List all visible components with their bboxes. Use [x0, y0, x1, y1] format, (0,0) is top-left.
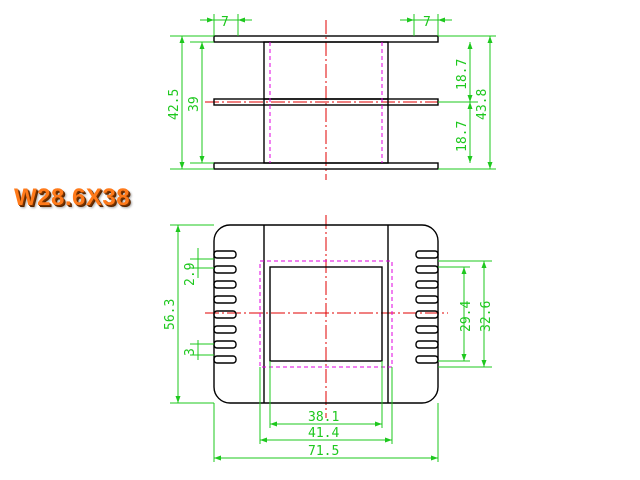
slot-left-8: [213, 355, 237, 364]
front-view: 56.3 2.9 3 29.4 32.6 38.1 41.4 71.5: [163, 215, 494, 462]
slot-right-7: [415, 340, 439, 349]
dimension-arrowhead-5: [179, 36, 185, 43]
dimension-arrowhead-14: [487, 162, 493, 169]
dim-label-body-width: 41.4: [308, 426, 339, 441]
core-body: [263, 41, 389, 164]
dimension-arrowhead-8: [199, 156, 205, 163]
dimension-arrowhead-11: [467, 102, 473, 109]
dim-label-total-width: 71.5: [308, 444, 339, 459]
slot-right-1: [415, 250, 439, 259]
slot-right-6: [415, 325, 439, 334]
dimension-arrows: [175, 17, 493, 461]
slot-left-7: [213, 340, 237, 349]
top-view: 7 7 42.5 39 18.7 18.7 43.8: [167, 14, 496, 180]
dimension-arrowhead-3: [407, 17, 414, 23]
dim-label-height-inner: 39: [187, 96, 202, 112]
dimension-arrowhead-26: [431, 455, 438, 461]
dim-label-front-height: 56.3: [163, 299, 178, 330]
slot-left-4: [213, 295, 237, 304]
slot-left-6: [213, 325, 237, 334]
dim-label-height-outer: 42.5: [167, 89, 182, 120]
dim-label-window-width: 38.1: [308, 410, 339, 425]
dimension-arrowhead-25: [214, 455, 221, 461]
dimension-arrowhead-16: [175, 396, 181, 403]
dimension-arrowhead-19: [481, 261, 487, 268]
dimension-arrowhead-9: [467, 42, 473, 49]
slots-left: [213, 250, 237, 364]
dimension-arrowhead-2: [238, 17, 245, 23]
front-hidden-outline: [259, 260, 393, 368]
slot-right-5: [415, 310, 439, 319]
dim-label-slot-width: 3: [183, 348, 198, 356]
front-window: [269, 266, 383, 362]
dimension-arrowhead-7: [199, 42, 205, 49]
dim-label-flange-right: 7: [423, 15, 431, 30]
dim-label-outer-height: 32.6: [479, 301, 494, 332]
dimension-arrowhead-13: [487, 36, 493, 43]
slot-right-2: [415, 265, 439, 274]
dimension-arrowhead-20: [481, 360, 487, 367]
dimension-arrowhead-24: [385, 437, 392, 443]
slot-left-1: [213, 250, 237, 259]
dimension-arrowhead-23: [260, 437, 267, 443]
dimension-arrowhead-10: [467, 95, 473, 102]
dim-label-lower-gap: 18.7: [455, 121, 470, 152]
dimension-arrowhead-1: [207, 17, 214, 23]
slot-right-4: [415, 295, 439, 304]
slot-left-3: [213, 280, 237, 289]
dim-label-inner-height: 29.4: [459, 301, 474, 332]
dimension-arrowhead-4: [438, 17, 445, 23]
dim-label-height-total: 43.8: [475, 89, 490, 120]
dimension-arrowhead-6: [179, 162, 185, 169]
dimension-arrowhead-22: [375, 421, 382, 427]
dimension-arrowhead-15: [175, 225, 181, 232]
dimension-arrowhead-17: [461, 267, 467, 274]
dimension-arrowhead-18: [461, 354, 467, 361]
dimension-arrowhead-12: [467, 156, 473, 163]
dim-label-upper-gap: 18.7: [455, 59, 470, 90]
slot-right-3: [415, 280, 439, 289]
slot-right-8: [415, 355, 439, 364]
slot-left-2: [213, 265, 237, 274]
dim-label-flange-left: 7: [221, 15, 229, 30]
drawing-title: W28.6X38: [14, 184, 131, 211]
dimension-arrowhead-21: [270, 421, 277, 427]
dim-label-slot-pitch: 2.9: [183, 263, 198, 286]
slots-right: [415, 250, 439, 364]
slot-left-5: [213, 310, 237, 319]
